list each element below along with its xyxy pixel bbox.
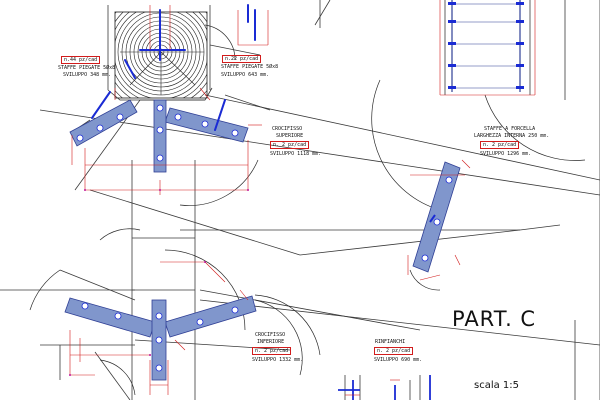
top-right-bolts [448, 2, 524, 89]
note-qty-reinforcement: n. 2 pz/cad [374, 347, 414, 355]
upper-cross-bolts [76, 104, 239, 162]
note-lower-cross-title: CROCIFISSO [255, 332, 286, 338]
dimension-arrows [69, 189, 249, 376]
note-qty-44: n.44 pz/cad [61, 56, 101, 64]
part-label: PART. C [452, 307, 537, 331]
fork-stirrup [412, 161, 461, 273]
dimension-lines [69, 0, 536, 396]
note-length-643: SVILUPPO 643 mm. [221, 72, 270, 78]
note-length-690: SVILUPPO 690 mm. [374, 357, 423, 363]
note-bent-stirrups-2: STAFFE PIEGATE 5Øx8 [221, 64, 279, 70]
lower-cross-bolts [81, 302, 239, 372]
reinforcement-bars [338, 375, 431, 400]
note-qty-fork: n. 2 pz/cad [480, 141, 520, 149]
note-fork-stirrups: STAFFE A FORCELLA [484, 126, 536, 132]
scale-label: scala 1:5 [474, 380, 520, 391]
note-length-1296: SVILUPPO 1296 mm. [480, 151, 532, 157]
stirrup-bars [91, 4, 256, 131]
note-bent-stirrups-1: STAFFE PIEGATE 5Øx8 [58, 65, 116, 71]
note-upper-cross-subtitle: SUPERIORE [276, 133, 304, 139]
swing-arcs [29, 24, 586, 396]
note-fork-width: LARGHEZZA INTERNA 250 mm. [474, 133, 550, 139]
note-lower-cross-subtitle: INFERIORE [257, 339, 285, 345]
note-length-348: SVILUPPO 348 mm. [63, 72, 112, 78]
note-qty-lower-cross: n. 2 pz/cad [252, 347, 292, 355]
note-upper-cross-title: CROCIFISSO [272, 126, 303, 132]
note-length-1118: SVILUPPO 1118 mm. [270, 151, 322, 157]
note-length-1332: SVILUPPO 1332 mm. [252, 357, 304, 363]
top-right-stirrups [451, 0, 521, 92]
note-reinforcement-title: RINFIANCHI [375, 339, 406, 345]
note-qty-upper-cross: n. 2 pz/cad [270, 141, 310, 149]
note-qty-22: n.22 pz/cad [222, 55, 262, 63]
